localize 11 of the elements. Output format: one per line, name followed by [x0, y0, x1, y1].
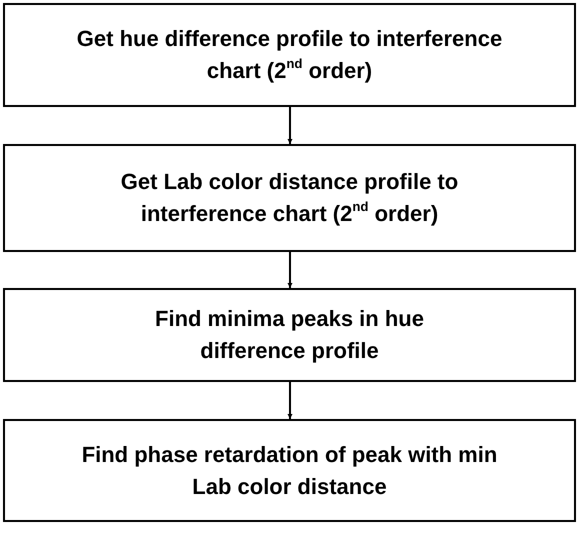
- process-box: [3, 419, 576, 522]
- arrow: [288, 252, 292, 288]
- process-box: [3, 3, 576, 107]
- step-text: Find phase retardation of peak with min Lab color distance: [80, 440, 498, 500]
- step-text: Find minima peaks in hue difference profile: [154, 305, 425, 365]
- arrow: [288, 382, 292, 419]
- process-box: [3, 144, 576, 252]
- step-text: Get hue difference profile to interference chart (2$^{nd}$ order): [76, 25, 504, 85]
- process-box: [3, 288, 576, 382]
- arrow: [288, 107, 292, 144]
- step-text: Get Lab color distance profile to interference chart (2$^{nd}$ order): [120, 168, 460, 228]
